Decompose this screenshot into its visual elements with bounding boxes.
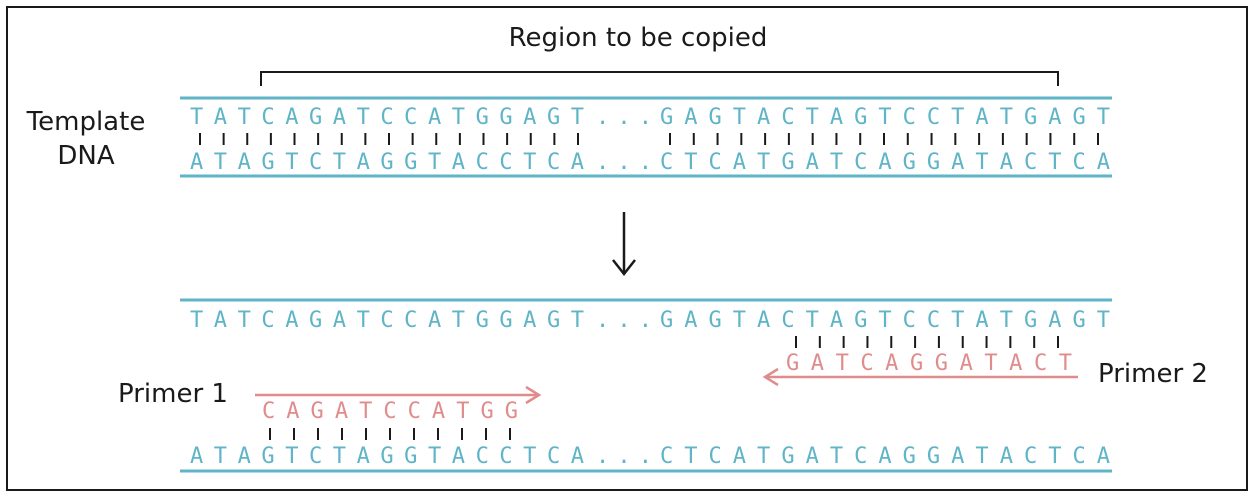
top-panel-strand-bottom-right: CTCATGATCAGGATACTCA [660, 150, 1110, 175]
top-panel-strand-bottom-left: ATAGTCTAGGTACCTCA [190, 150, 584, 175]
region-bracket [260, 71, 1059, 86]
bottom-panel-strand-top-right: GAGTACTAGTCCTATGAGT [660, 308, 1110, 333]
bottom-panel-strand-bottom-left: ATAGTCTAGGTACCTCA [190, 444, 584, 469]
primer2-arrow [762, 367, 1078, 387]
top-panel-ellipsis-bottom: . . . [596, 150, 652, 175]
top-panel-strand-top-right: GAGTACTAGTCCTATGAGT [660, 105, 1110, 130]
region-label: Region to be copied [509, 23, 768, 53]
primer1-pair-ticks [269, 428, 511, 440]
primer1-arrow [255, 385, 542, 405]
top-panel-ellipsis-top: . . . [596, 105, 652, 130]
diagram-frame [6, 6, 1248, 491]
primer2-label: Primer 2 [1098, 359, 1208, 389]
top-panel-base-pair-ticks [199, 133, 1099, 145]
down-arrow-icon [612, 212, 636, 277]
bottom-panel-ellipsis-top: . . . [596, 308, 652, 333]
primer2-pair-ticks [795, 336, 1059, 348]
template-label-line1: Template [26, 107, 146, 137]
bottom-panel-strand-bottom-right: CTCATGATCAGGATACTCA [660, 444, 1110, 469]
primer2-sequence: GATCAGGATACT [786, 351, 1072, 376]
top-panel-strand-top-left: TATCAGATCCATGGAGT [190, 105, 584, 130]
template-label-line2: DNA [57, 141, 114, 171]
bottom-panel-strand-top-left: TATCAGATCCATGGAGT [190, 308, 584, 333]
bottom-panel-ellipsis-bottom: . . . [596, 444, 652, 469]
primer1-label: Primer 1 [118, 379, 228, 409]
primer1-sequence: CAGATCCATGG [262, 399, 518, 424]
